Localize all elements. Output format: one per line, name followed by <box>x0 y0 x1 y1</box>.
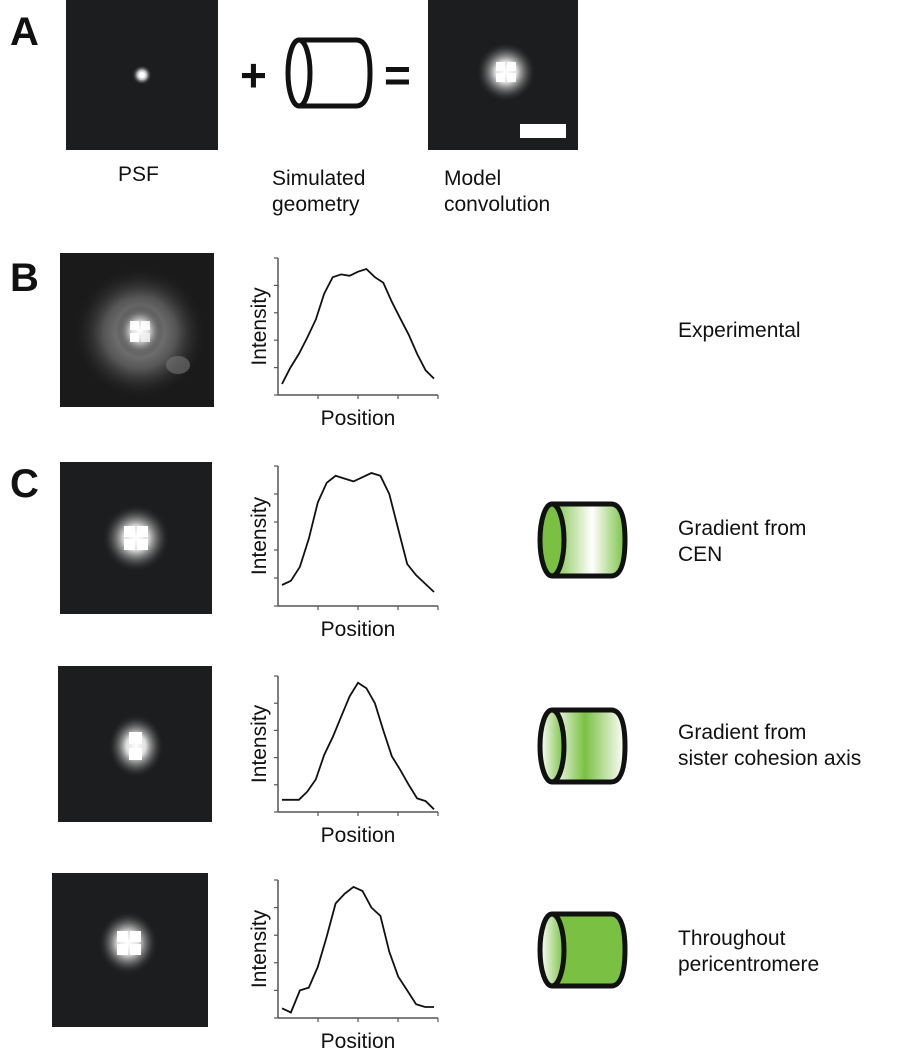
model-convolution-label: Model convolution <box>444 166 550 218</box>
gradient-cen-label: Gradient from CEN <box>678 516 806 568</box>
panel-label-c: C <box>10 462 39 506</box>
gradient-cen-label-line-1: Gradient from <box>678 517 807 540</box>
x-axis-label: Position <box>321 407 396 430</box>
intensity-profile-line <box>281 472 435 593</box>
model-convolution-image <box>428 0 578 150</box>
experimental-label: Experimental <box>678 319 801 342</box>
gradient-cen-image <box>60 462 212 614</box>
intensity-profile-line <box>281 885 434 1014</box>
throughout-pericentromere-label: Throughout pericentromere <box>678 926 819 978</box>
x-axis-label: Position <box>321 618 396 641</box>
model-label-line-2: convolution <box>444 193 551 216</box>
throughout-label-line-1: Throughout <box>678 927 786 950</box>
geometry-label-line-2: geometry <box>272 193 360 216</box>
throughout-label-line-2: pericentromere <box>678 953 820 976</box>
model-label-line-1: Model <box>444 167 502 190</box>
simulated-geometry-label: Simulated geometry <box>272 166 365 218</box>
scale-bar <box>520 124 566 138</box>
gradient-axis-cylinder-icon <box>535 706 631 786</box>
gradient-axis-label: Gradient from sister cohesion axis <box>678 720 861 772</box>
gradient-cen-cylinder-icon <box>535 500 631 580</box>
gradient-axis-label-line-1: Gradient from <box>678 721 807 744</box>
geometry-label-line-1: Simulated <box>272 167 366 190</box>
psf-image <box>66 0 218 150</box>
x-axis-label: Position <box>321 1030 396 1050</box>
y-axis-label: Intensity <box>248 704 271 783</box>
y-axis-label: Intensity <box>248 909 271 988</box>
gradient-axis-image <box>58 666 212 822</box>
throughout-pericentromere-image <box>52 873 208 1027</box>
simulated-geometry-cylinder-icon <box>284 36 374 110</box>
y-axis-label: Intensity <box>248 287 271 366</box>
gradient-axis-label-line-2: sister cohesion axis <box>678 747 862 770</box>
y-axis-label: Intensity <box>248 496 271 575</box>
gradient-cen-label-line-2: CEN <box>678 543 723 566</box>
plus-sign: + <box>240 49 267 101</box>
psf-label: PSF <box>118 163 159 186</box>
throughout-pericentromere-cylinder-icon <box>535 910 631 990</box>
equals-sign: = <box>384 49 411 101</box>
panel-label-b: B <box>10 256 39 300</box>
intensity-profile-line <box>281 267 435 385</box>
experimental-image <box>60 253 214 407</box>
x-axis-label: Position <box>321 824 396 847</box>
intensity-profile-line <box>282 681 435 810</box>
panel-label-a: A <box>10 10 39 54</box>
